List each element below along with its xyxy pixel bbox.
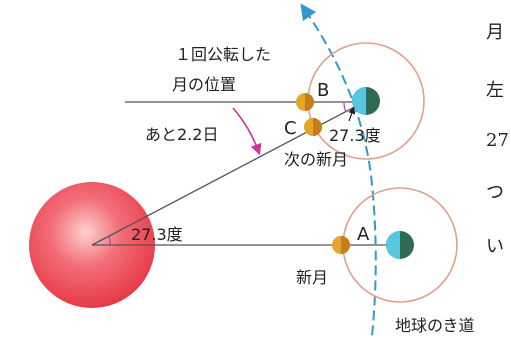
small-direction-arrow: [348, 106, 356, 122]
label-revolved-line1: １回公転した: [175, 45, 271, 64]
label-b: B: [317, 80, 329, 101]
moon-b: [296, 93, 314, 111]
earth-top: [352, 87, 380, 115]
label-revolved-line2: 月の位置: [172, 75, 236, 94]
moon-a: [332, 236, 350, 254]
side-text-1: 月: [486, 22, 504, 43]
side-text-4: つ: [486, 182, 504, 203]
side-text-2: 左: [486, 80, 504, 101]
earth-orbit-path: [300, 3, 377, 337]
label-new-moon: 新月: [296, 268, 328, 287]
earth-bottom: [386, 231, 414, 259]
side-text-5: い: [486, 236, 504, 257]
line-sun-to-earth-b: [91, 100, 367, 246]
label-earth-orbit: 地球のき道: [395, 316, 475, 335]
remaining-days-arrow: [232, 107, 262, 156]
moon-c: [304, 118, 322, 136]
label-c: C: [284, 118, 297, 139]
label-angle-sun: 27.3度: [131, 225, 183, 244]
label-next-new-moon: 次の新月: [284, 150, 348, 169]
label-angle-top: 27.3度: [329, 126, 381, 145]
label-a: A: [357, 224, 370, 245]
label-remaining-days: あと2.2日: [145, 125, 218, 144]
side-text-3: 27: [486, 130, 509, 151]
earth-angle-arc: [343, 102, 347, 113]
